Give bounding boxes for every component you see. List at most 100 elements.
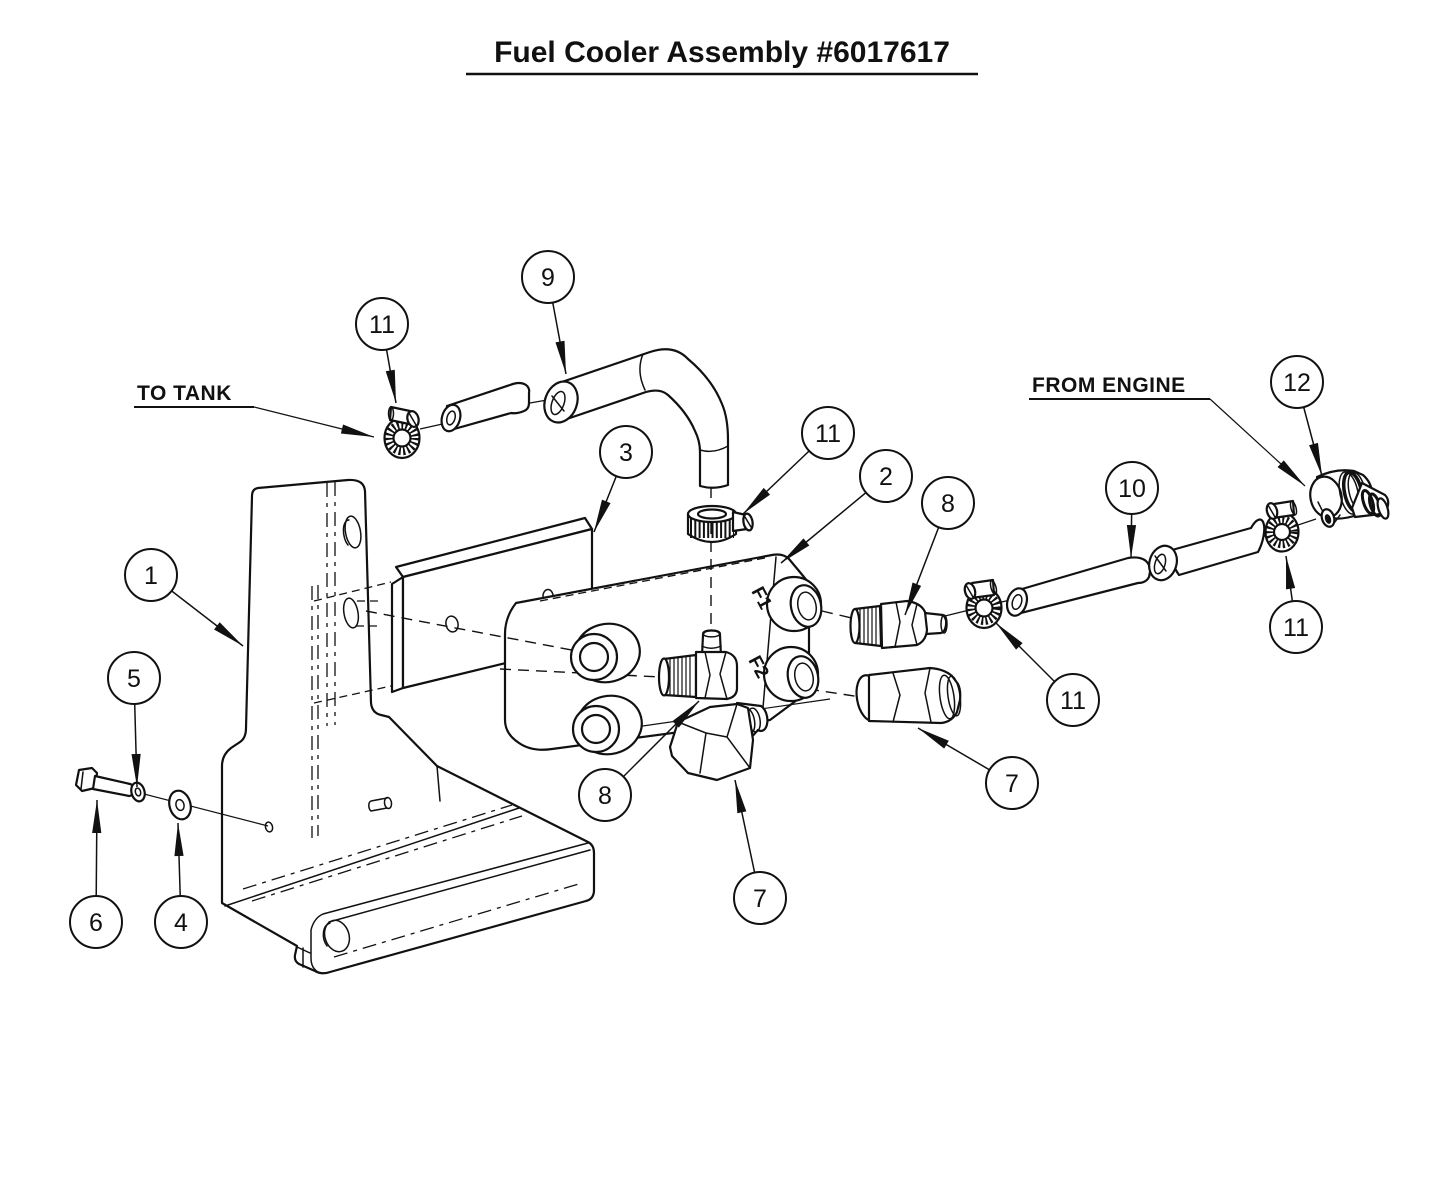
hose10-bore (1011, 593, 1023, 611)
tray-bend-lines (242, 804, 583, 958)
fitting8c-barb-tip (702, 629, 721, 638)
callout-balloon (599, 425, 653, 479)
callout-10: 10 (1105, 461, 1159, 559)
hose10-segment-2 (1170, 518, 1266, 577)
callout-11: 11 (355, 297, 409, 404)
fitting12-port-bore (1324, 514, 1332, 524)
plate-hole (445, 615, 459, 633)
flow-label-from-engine: FROM ENGINE (1029, 374, 1306, 487)
callout-number: 4 (174, 909, 188, 937)
callout-number: 11 (1283, 614, 1309, 642)
fitting12-port-links (1317, 501, 1341, 523)
fitting8r-thread-lines (859, 606, 877, 646)
clamp-a-knurl (384, 420, 420, 456)
clamp-d-bore (1272, 522, 1292, 542)
callout-number: 7 (1005, 770, 1019, 798)
to-tank-leader (253, 406, 375, 438)
axis-f1 (821, 610, 857, 620)
callout-balloon (985, 756, 1039, 810)
callout-balloon (1105, 461, 1159, 515)
callout-5: 5 (107, 651, 161, 788)
fitting8c-thread-lines (669, 655, 691, 697)
hidden-plate-edges (313, 581, 392, 704)
port-f1-bore (796, 591, 818, 621)
hose-sleeve-left (440, 381, 531, 433)
callout-number: 11 (1060, 687, 1086, 715)
elbow-fitting-part-8-right (849, 599, 948, 650)
foot-notch (296, 946, 311, 968)
flat-washer-outer (168, 789, 192, 821)
hose-clamp-b (686, 504, 754, 544)
bracket-bend-lines (311, 482, 336, 838)
callout-2: 2 (780, 449, 913, 564)
tube9-end-slot (550, 390, 566, 416)
fitting12-stem-end (1376, 497, 1390, 520)
hose10-joint-slot (1153, 553, 1167, 575)
callout-balloon (1270, 355, 1324, 409)
hose10-joint (1148, 544, 1178, 582)
bracket-part-1 (220, 478, 596, 975)
hose10-segment-1 (1011, 556, 1152, 617)
lock-washer-bore (134, 787, 142, 797)
callout-balloon (355, 297, 409, 351)
clamp-c-screw-end (989, 579, 998, 596)
cooler-hidden-edge (539, 556, 771, 602)
callout-8: 8 (904, 476, 975, 616)
washer-part-4 (168, 789, 192, 821)
callout-balloon (69, 895, 123, 949)
fitting8r-thread-end (849, 607, 861, 645)
tray-lip (310, 842, 591, 973)
hose-clamp-d (1264, 499, 1300, 553)
bracket-hole (264, 821, 274, 833)
bolt-head-facet (80, 771, 84, 790)
port-f2-bore (793, 662, 815, 692)
tube9-weld-line (639, 353, 646, 391)
flat-washer-bore (175, 798, 185, 812)
callout-number: 1 (144, 562, 158, 590)
slot-hidden-lines (356, 600, 382, 627)
callout-balloon (921, 476, 975, 530)
tube9-body (554, 348, 730, 489)
to-tank-label: TO TANK (137, 382, 232, 405)
from-engine-label: FROM ENGINE (1032, 374, 1186, 397)
callout-7: 7 (733, 779, 787, 925)
quick-connect-part-12 (1309, 469, 1390, 528)
page-title: Fuel Cooler Assembly #6017617 (494, 36, 950, 69)
clamp-d-screw-slot (1267, 504, 1276, 518)
bracket-slot-lower (342, 597, 360, 629)
fitting12-ridge-1 (1360, 489, 1376, 515)
clamp-d-screw-end (1289, 500, 1298, 516)
tray-hole (323, 919, 351, 953)
cooler-face-edge (761, 556, 777, 720)
bracket-peg (368, 797, 388, 812)
callout-11: 11 (995, 622, 1100, 727)
callout-3: 3 (593, 425, 653, 533)
clamp-c-bore (974, 598, 994, 618)
clamp-a-screw-end (387, 406, 395, 421)
bracket-edge (436, 765, 441, 802)
sleeve-bore (445, 410, 457, 426)
clamp-b-screw-slot (744, 516, 752, 528)
elbow-fitting-part-8-center (657, 629, 739, 701)
clamp-b-band-outline (686, 512, 738, 544)
callout-1: 1 (124, 548, 244, 647)
bolt-shaft (91, 774, 136, 798)
sleeve-body (445, 381, 531, 433)
fitting8c-thread-end (657, 657, 671, 697)
bracket-slot-upper-depth (342, 519, 350, 546)
callout-balloon (733, 871, 787, 925)
callout-number: 9 (541, 264, 555, 292)
callout-7: 7 (917, 727, 1039, 810)
bracket-peg-end (383, 796, 393, 810)
bolt-part-6 (74, 766, 136, 798)
callout-number: 7 (753, 885, 767, 913)
fitting8c-elbow-body (694, 650, 739, 701)
callout-number: 12 (1283, 369, 1311, 397)
hose10-joint-slot-line (1154, 555, 1167, 572)
bracket-slot-upper (344, 515, 362, 549)
from-engine-leader (1209, 398, 1306, 487)
tube9-flattened-end (543, 380, 579, 424)
